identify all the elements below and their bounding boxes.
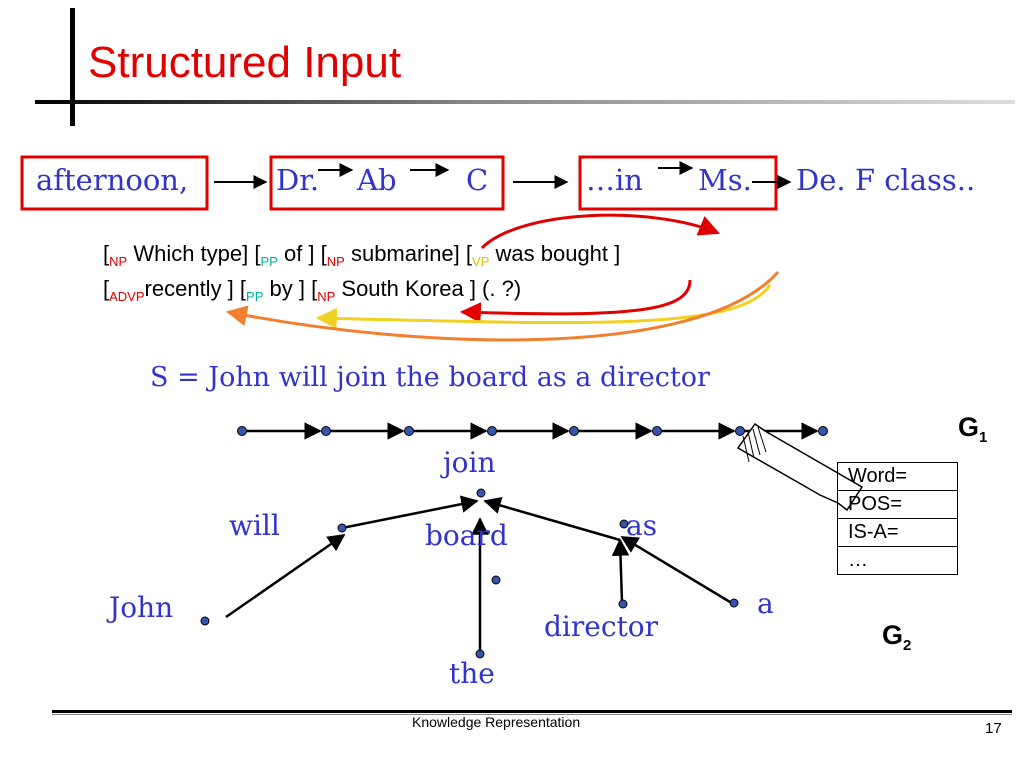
footer-text: Knowledge Representation bbox=[412, 714, 581, 730]
feature-table: Word= POS= IS-A= … bbox=[837, 462, 958, 575]
graph-sentence-label: S = John will join the board as a direct… bbox=[150, 362, 710, 393]
tag-np: NP bbox=[109, 254, 128, 269]
label-board: board bbox=[425, 519, 508, 552]
feature-more: … bbox=[837, 546, 958, 575]
phrase-by: by ] bbox=[269, 276, 305, 301]
node-a bbox=[729, 598, 739, 608]
node-the bbox=[475, 649, 485, 659]
tag-pp: PP bbox=[260, 254, 278, 269]
edge-a-as bbox=[620, 535, 731, 604]
edge-will-join bbox=[341, 495, 479, 530]
g1-node bbox=[237, 426, 247, 436]
red-curve-bottom bbox=[459, 279, 692, 324]
phrase-submarine: submarine] bbox=[350, 241, 460, 266]
label-join: join bbox=[443, 446, 496, 479]
phrase-was-bought: was bought ] bbox=[495, 241, 621, 266]
tag-vp: VP bbox=[472, 254, 490, 269]
node-join bbox=[476, 488, 486, 498]
yellow-curve bbox=[315, 284, 772, 329]
node-as bbox=[619, 519, 629, 529]
orange-curve bbox=[225, 271, 780, 342]
tag-np: NP bbox=[317, 289, 336, 304]
label-will: will bbox=[229, 509, 280, 542]
g1-nodes bbox=[237, 426, 828, 436]
word-afternoon: afternoon, bbox=[36, 163, 189, 197]
dependency-curves bbox=[225, 213, 780, 342]
g1-node bbox=[569, 426, 579, 436]
g2-edges bbox=[225, 495, 731, 655]
label-as: as bbox=[626, 509, 658, 542]
node-director bbox=[618, 599, 628, 609]
page-number: 17 bbox=[985, 720, 1002, 737]
word-dr: Dr. bbox=[276, 163, 320, 197]
edge-john-will bbox=[225, 533, 346, 619]
box-afternoon bbox=[20, 155, 209, 211]
tag-np: NP bbox=[326, 254, 345, 269]
parse-line-1: [NP Which type] [PP of ] [NP submarine] … bbox=[103, 241, 621, 269]
phrase-south-korea: South Korea ] (. ?) bbox=[341, 276, 522, 301]
node-will bbox=[337, 523, 347, 533]
tag-pp: PP bbox=[246, 289, 264, 304]
g1-node bbox=[321, 426, 331, 436]
word-in: …in bbox=[586, 163, 643, 197]
g2-nodes bbox=[200, 488, 739, 659]
box-dr-ab-c bbox=[269, 155, 505, 211]
parse-line-2: [ADVPrecently ] [PP by ] [NP South Korea… bbox=[103, 276, 522, 304]
label-director: director bbox=[544, 610, 659, 643]
node-board bbox=[491, 575, 501, 585]
node-john bbox=[200, 616, 210, 626]
title-decoration bbox=[35, 8, 1015, 715]
phrase-recently: recently ] bbox=[144, 276, 234, 301]
phrase-which-type: Which type] bbox=[133, 241, 249, 266]
word-ab: Ab bbox=[357, 163, 397, 197]
feature-word: Word= bbox=[837, 462, 958, 491]
tag-advp: ADVP bbox=[109, 289, 145, 304]
g1-node bbox=[818, 426, 828, 436]
word-c: C bbox=[466, 163, 489, 197]
feature-is-a: IS-A= bbox=[837, 518, 958, 547]
g1-label: G1 bbox=[958, 412, 988, 446]
label-the: the bbox=[449, 657, 495, 690]
page-title: Structured Input bbox=[88, 38, 402, 87]
word-de-f-class: De. F class.. bbox=[796, 163, 976, 197]
feature-pos: POS= bbox=[837, 490, 958, 519]
word-arrows bbox=[214, 161, 792, 189]
red-curve-top bbox=[480, 213, 720, 250]
word-ms: Ms. bbox=[698, 163, 752, 197]
label-a: a bbox=[757, 587, 774, 620]
g2-label: G2 bbox=[882, 620, 912, 654]
edge-director-as bbox=[611, 538, 630, 604]
label-john: John bbox=[109, 591, 174, 624]
g1-node bbox=[652, 426, 662, 436]
g1-node bbox=[404, 426, 414, 436]
phrase-of: of ] bbox=[283, 241, 315, 266]
g1-node bbox=[735, 426, 745, 436]
edge-as-join bbox=[483, 496, 621, 542]
g1-node bbox=[487, 426, 497, 436]
